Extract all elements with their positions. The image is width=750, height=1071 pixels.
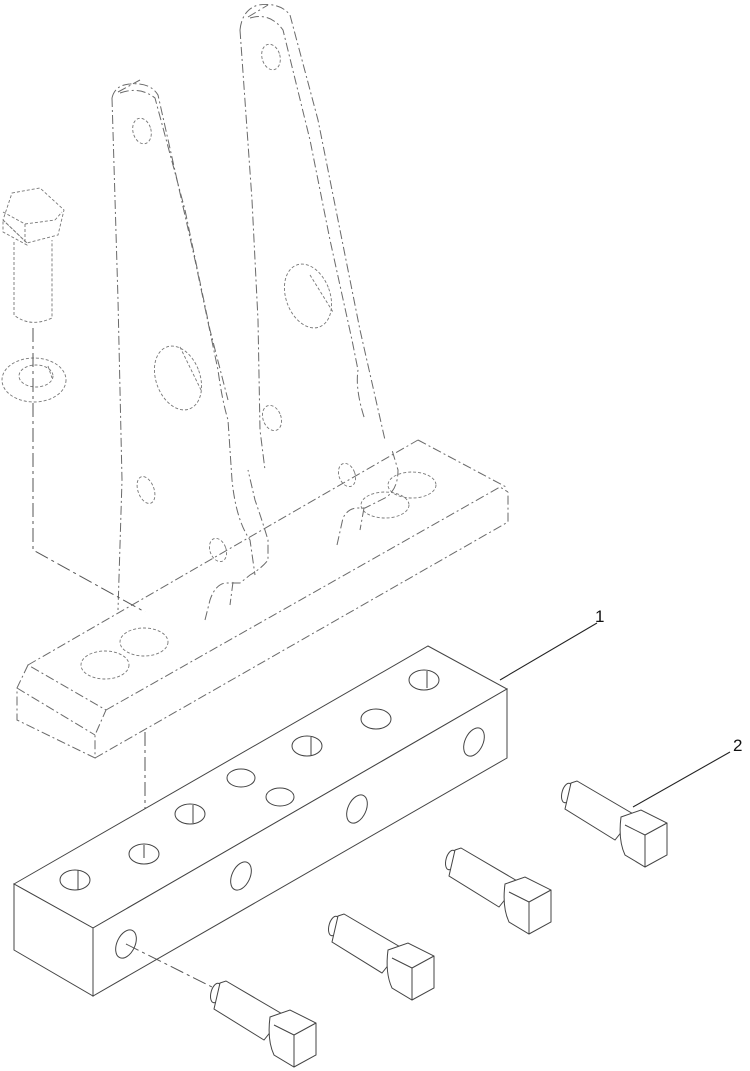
callout-label-2: 2 — [733, 736, 743, 755]
plug-1 — [208, 980, 317, 1068]
lock-washer — [1, 357, 67, 403]
top-holes — [59, 669, 440, 891]
bolt-centerline — [32, 328, 146, 613]
hex-bolt — [2, 187, 65, 323]
left-bracket-arm — [111, 79, 269, 621]
right-bracket-arm — [239, 4, 399, 546]
callout-1-leader — [499, 622, 598, 681]
phantom-bracket-assembly — [1, 4, 509, 858]
side-holes — [115, 727, 485, 959]
plug-4 — [559, 780, 668, 868]
callout-2-leader — [632, 751, 731, 808]
plug-centerline — [125, 943, 219, 991]
bracket-base-plate — [16, 439, 509, 759]
callout-label-1: 1 — [595, 607, 605, 626]
plug-2 — [326, 913, 435, 1001]
plug-3 — [443, 847, 552, 935]
manifold-block — [12, 645, 509, 997]
